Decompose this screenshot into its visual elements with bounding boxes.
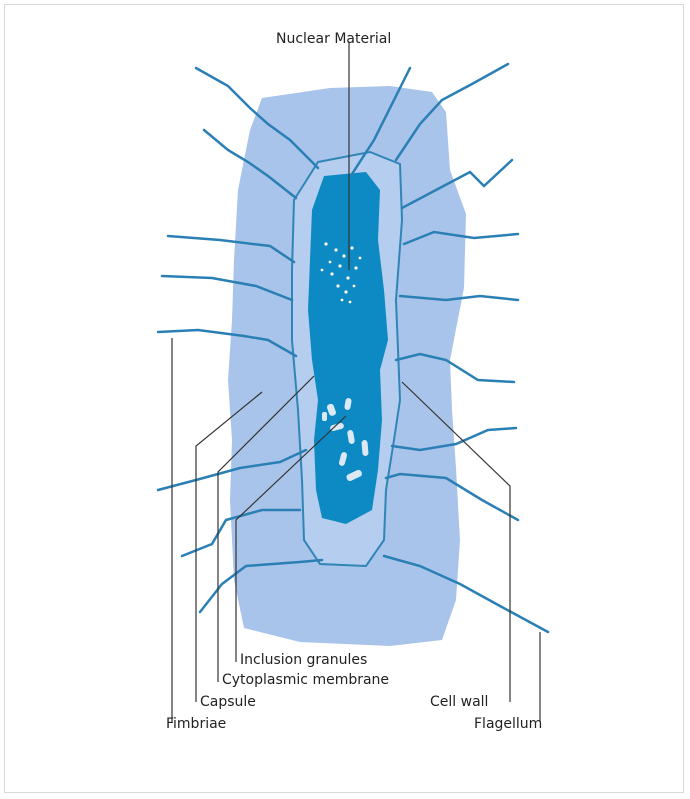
label-inclusion-granules: Inclusion granules [240, 652, 367, 668]
label-fimbriae: Fimbriae [166, 716, 226, 732]
label-cytoplasmic-membrane: Cytoplasmic membrane [222, 672, 389, 688]
label-nuclear-material: Nuclear Material [276, 31, 391, 47]
label-capsule: Capsule [200, 694, 256, 710]
label-cell-wall: Cell wall [430, 694, 488, 710]
cytoplasm-region [308, 172, 388, 524]
label-flagellum: Flagellum [474, 716, 542, 732]
